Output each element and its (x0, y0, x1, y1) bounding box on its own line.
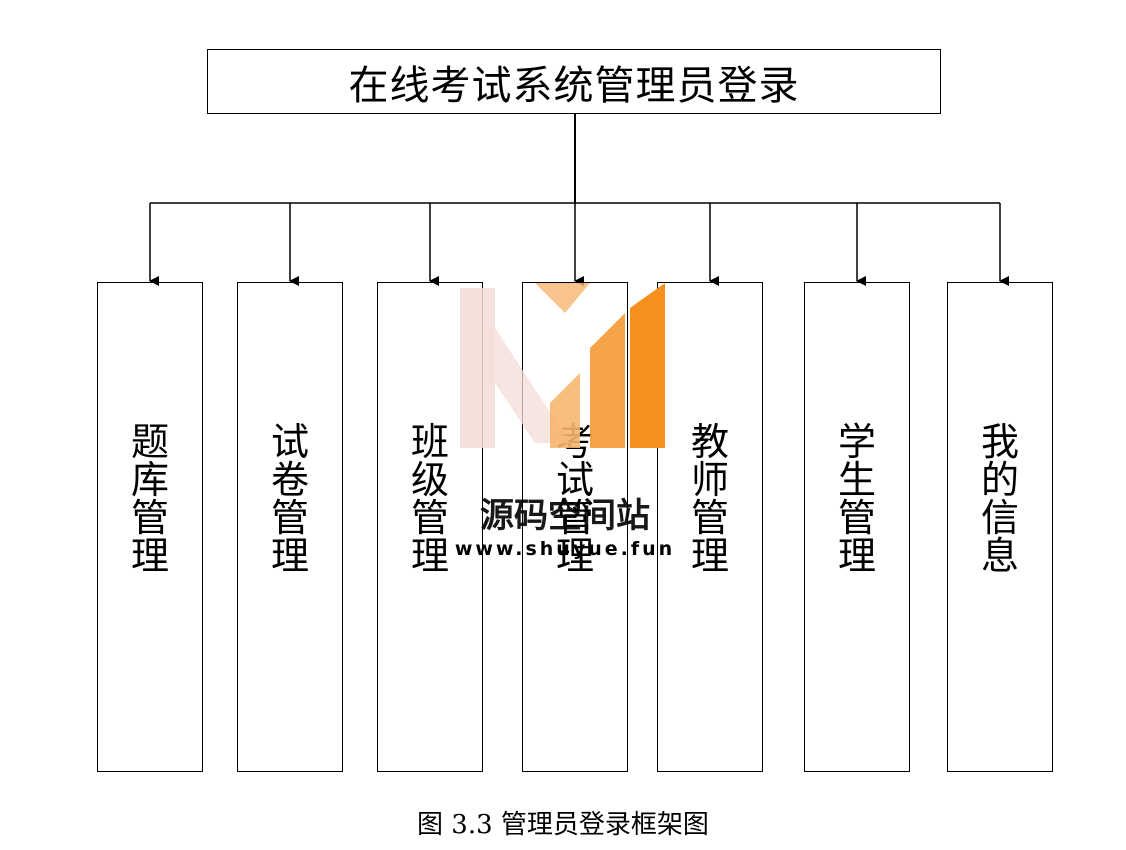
root-node-box: 在线考试系统管理员登录 (207, 49, 941, 114)
module-label: 试卷管理 (270, 420, 309, 578)
module-box: 教师管理 (657, 282, 763, 772)
module-box: 班级管理 (377, 282, 483, 772)
root-node-title: 在线考试系统管理员登录 (348, 62, 800, 109)
module-label: 班级管理 (410, 420, 449, 578)
module-label: 考试管理 (555, 420, 594, 578)
module-label: 题库管理 (130, 420, 169, 578)
module-label: 学生管理 (837, 420, 876, 578)
figure-caption: 图 3.3 管理员登录框架图 (417, 810, 709, 840)
module-box: 题库管理 (97, 282, 203, 772)
module-label: 我的信息 (980, 420, 1019, 578)
module-box: 试卷管理 (237, 282, 343, 772)
module-box: 学生管理 (804, 282, 910, 772)
module-label: 教师管理 (690, 420, 729, 578)
module-box: 考试管理 (522, 282, 628, 772)
module-box: 我的信息 (947, 282, 1053, 772)
